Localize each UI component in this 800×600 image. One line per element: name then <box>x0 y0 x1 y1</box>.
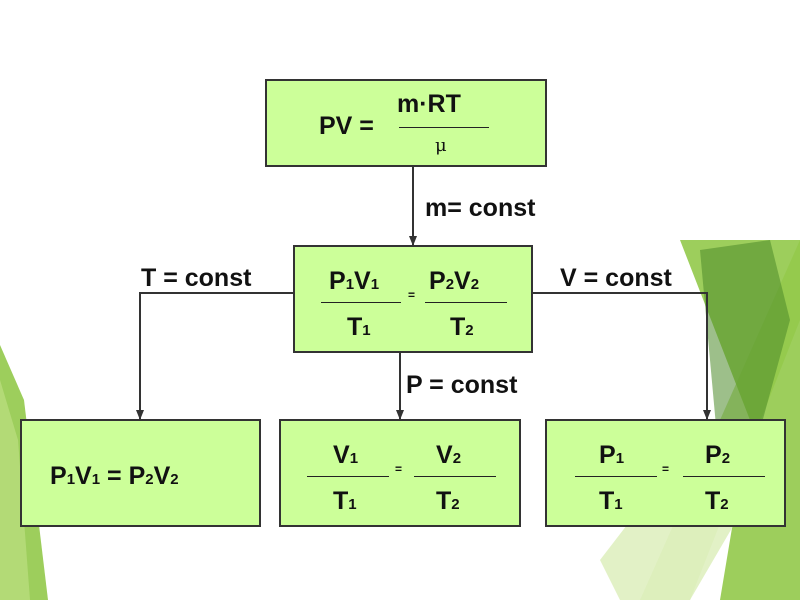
combined-right-numerator: P2V2 <box>429 267 480 295</box>
isochoric-right-denominator: T2 <box>705 487 729 515</box>
isochoric-left-bar <box>575 476 657 477</box>
isochoric-left-denominator: T1 <box>599 487 623 515</box>
label-t-const: T = const <box>141 264 252 292</box>
isochoric-left-numerator: P1 <box>599 441 625 469</box>
ideal-gas-fraction-bar <box>399 127 489 128</box>
combined-right-denominator: T2 <box>450 313 474 341</box>
isothermal-equation: P1V1 = P2V2 <box>50 462 179 490</box>
combined-right-bar <box>425 302 507 303</box>
combined-equals: = <box>408 288 416 302</box>
isochoric-right-numerator: P2 <box>705 441 731 469</box>
stripe-right-dark <box>700 240 790 470</box>
ideal-gas-denominator: μ <box>435 135 447 156</box>
combined-left-bar <box>321 302 401 303</box>
isobaric-right-bar <box>414 476 496 477</box>
label-m-const: m= const <box>425 194 536 222</box>
isobaric-right-denominator: T2 <box>436 487 460 515</box>
isochoric-box: P1 T1 = P2 T2 <box>545 419 786 527</box>
ideal-gas-law-box: PV = m·RT μ <box>265 79 547 167</box>
combined-left-numerator: P1V1 <box>329 267 380 295</box>
isobaric-left-numerator: V1 <box>333 441 359 469</box>
isochoric-right-bar <box>683 476 765 477</box>
arrow-to-isothermal <box>136 292 293 420</box>
label-v-const: V = const <box>560 264 672 292</box>
combined-left-denominator: T1 <box>347 313 371 341</box>
isothermal-box: P1V1 = P2V2 <box>20 419 261 527</box>
isochoric-equals: = <box>662 462 670 476</box>
isobaric-left-bar <box>307 476 389 477</box>
isobaric-equals: = <box>395 462 403 476</box>
arrow-to-isochoric <box>533 292 711 420</box>
isobaric-left-denominator: T1 <box>333 487 357 515</box>
stripe-left-light <box>0 380 30 600</box>
isobaric-right-numerator: V2 <box>436 441 462 469</box>
combined-gas-law-box: P1V1 T1 = P2V2 T2 <box>293 245 533 353</box>
label-p-const: P = const <box>406 371 518 399</box>
ideal-gas-lhs: PV = <box>319 112 374 140</box>
isobaric-box: V1 T1 = V2 T2 <box>279 419 521 527</box>
ideal-gas-numerator: m·RT <box>397 90 461 118</box>
